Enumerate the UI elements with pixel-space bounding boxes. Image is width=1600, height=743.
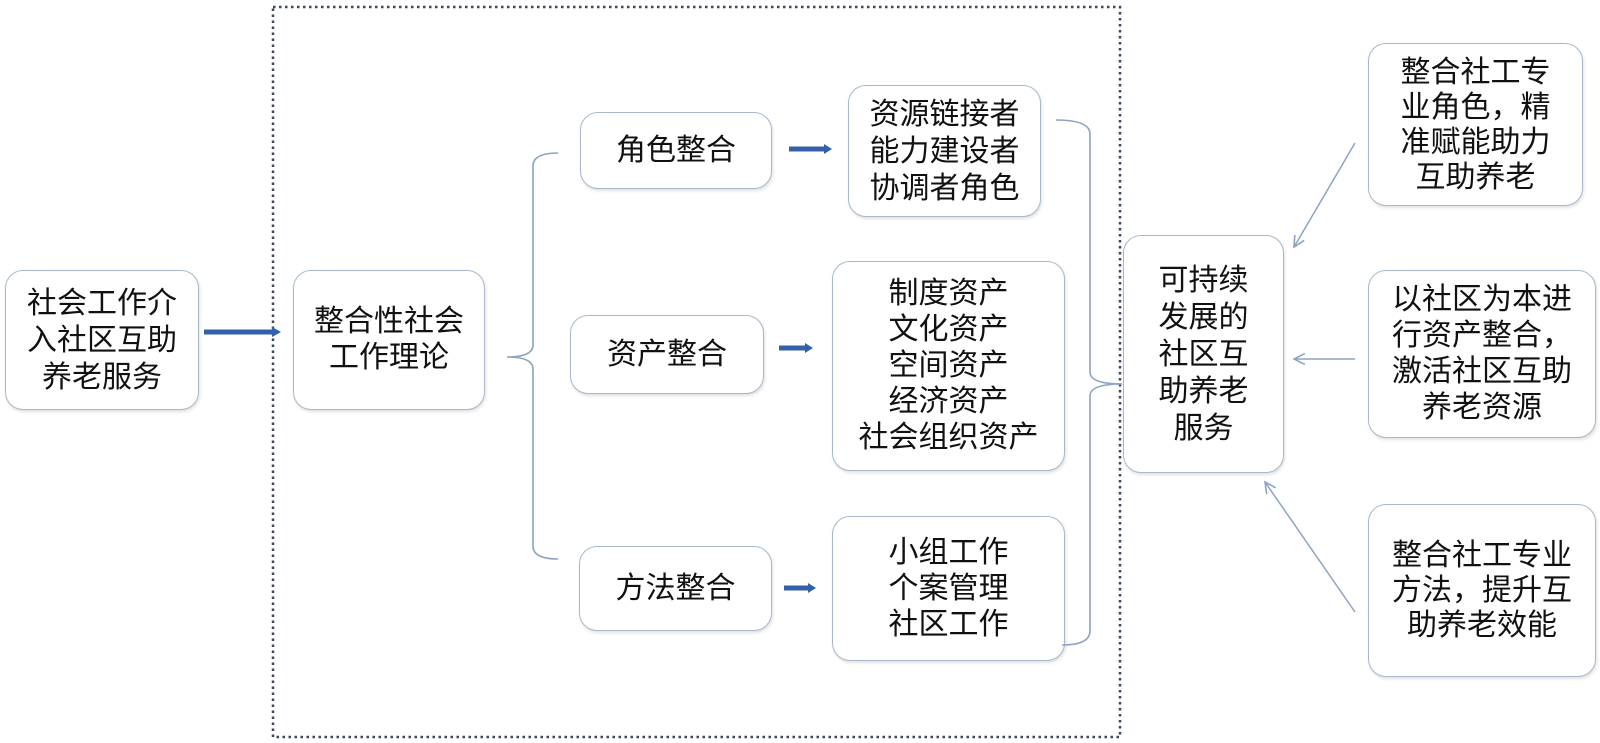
asset-detail-line: 空间资产	[888, 348, 1009, 383]
asset-detail-line: 社会组织资产	[858, 420, 1039, 455]
source-box-line: 社会工作介	[27, 285, 177, 321]
arrow-effect-roles-to-outcome	[1294, 142, 1356, 247]
arrow-method-to-detail	[784, 583, 816, 593]
arrow-source-to-theory	[204, 327, 281, 337]
role-detail-line: 协调者角色	[869, 170, 1020, 206]
method-detail-line: 社区工作	[888, 606, 1009, 642]
source-box: 社会工作介 入社区互助 养老服务	[5, 270, 199, 410]
role-detail-line: 资源链接者	[869, 96, 1020, 132]
role-detail-box: 资源链接者 能力建设者 协调者角色	[848, 85, 1041, 217]
method-integration-label: 方法整合	[615, 570, 736, 606]
method-detail-box: 小组工作 个案管理 社区工作	[832, 516, 1065, 661]
method-detail-line: 个案管理	[888, 570, 1009, 606]
asset-integration-box: 资产整合	[570, 315, 764, 394]
effect-box-line: 养老资源	[1422, 390, 1542, 425]
method-detail-line: 小组工作	[888, 534, 1009, 570]
theory-box: 整合性社会 工作理论	[293, 270, 485, 410]
outcome-box: 可持续 发展的 社区互 助养老 服务	[1123, 235, 1284, 473]
source-box-line: 养老服务	[42, 359, 162, 395]
arrow-asset-to-detail	[779, 343, 813, 353]
outcome-box-line: 社区互	[1158, 336, 1249, 372]
role-integration-box: 角色整合	[580, 112, 772, 189]
effect-box-line: 方法，提升互	[1392, 573, 1572, 608]
brace-theory-to-branches	[506, 152, 559, 560]
effect-box-line: 准赋能助力	[1400, 124, 1551, 160]
role-integration-label: 角色整合	[616, 132, 736, 168]
asset-detail-box: 制度资产 文化资产 空间资产 经济资产 社会组织资产	[832, 261, 1065, 471]
arrow-effect-methods-to-outcome	[1265, 482, 1356, 613]
effect-box-line: 激活社区互助	[1392, 354, 1572, 389]
effect-box-assets: 以社区为本进 行资产整合， 激活社区互助 养老资源	[1368, 270, 1596, 438]
effect-box-line: 互助养老	[1415, 159, 1536, 195]
source-box-line: 入社区互助	[27, 322, 177, 358]
role-detail-line: 能力建设者	[869, 133, 1020, 169]
effect-box-line: 整合社工专	[1400, 54, 1551, 90]
asset-detail-line: 经济资产	[888, 384, 1009, 419]
theory-box-line: 整合性社会	[314, 304, 464, 339]
asset-integration-label: 资产整合	[607, 336, 727, 372]
method-integration-box: 方法整合	[579, 546, 772, 631]
outcome-box-line: 可持续	[1158, 262, 1249, 298]
brace-details-to-outcome	[1055, 119, 1123, 646]
effect-box-methods: 整合社工专业 方法，提升互 助养老效能	[1368, 504, 1596, 677]
asset-detail-line: 制度资产	[888, 276, 1009, 311]
outcome-box-line: 发展的	[1158, 299, 1249, 335]
outcome-box-line: 服务	[1173, 410, 1234, 446]
outcome-box-line: 助养老	[1158, 373, 1249, 409]
theory-box-line: 工作理论	[329, 340, 449, 375]
effect-box-line: 业角色，精	[1400, 89, 1551, 125]
arrow-role-to-detail	[789, 144, 832, 154]
effect-box-line: 行资产整合，	[1392, 318, 1572, 353]
asset-detail-line: 文化资产	[888, 312, 1009, 347]
effect-box-line: 以社区为本进	[1392, 282, 1572, 317]
effect-box-line: 整合社工专业	[1392, 538, 1572, 573]
effect-box-roles: 整合社工专 业角色，精 准赋能助力 互助养老	[1368, 43, 1583, 206]
effect-box-line: 助养老效能	[1407, 608, 1557, 643]
